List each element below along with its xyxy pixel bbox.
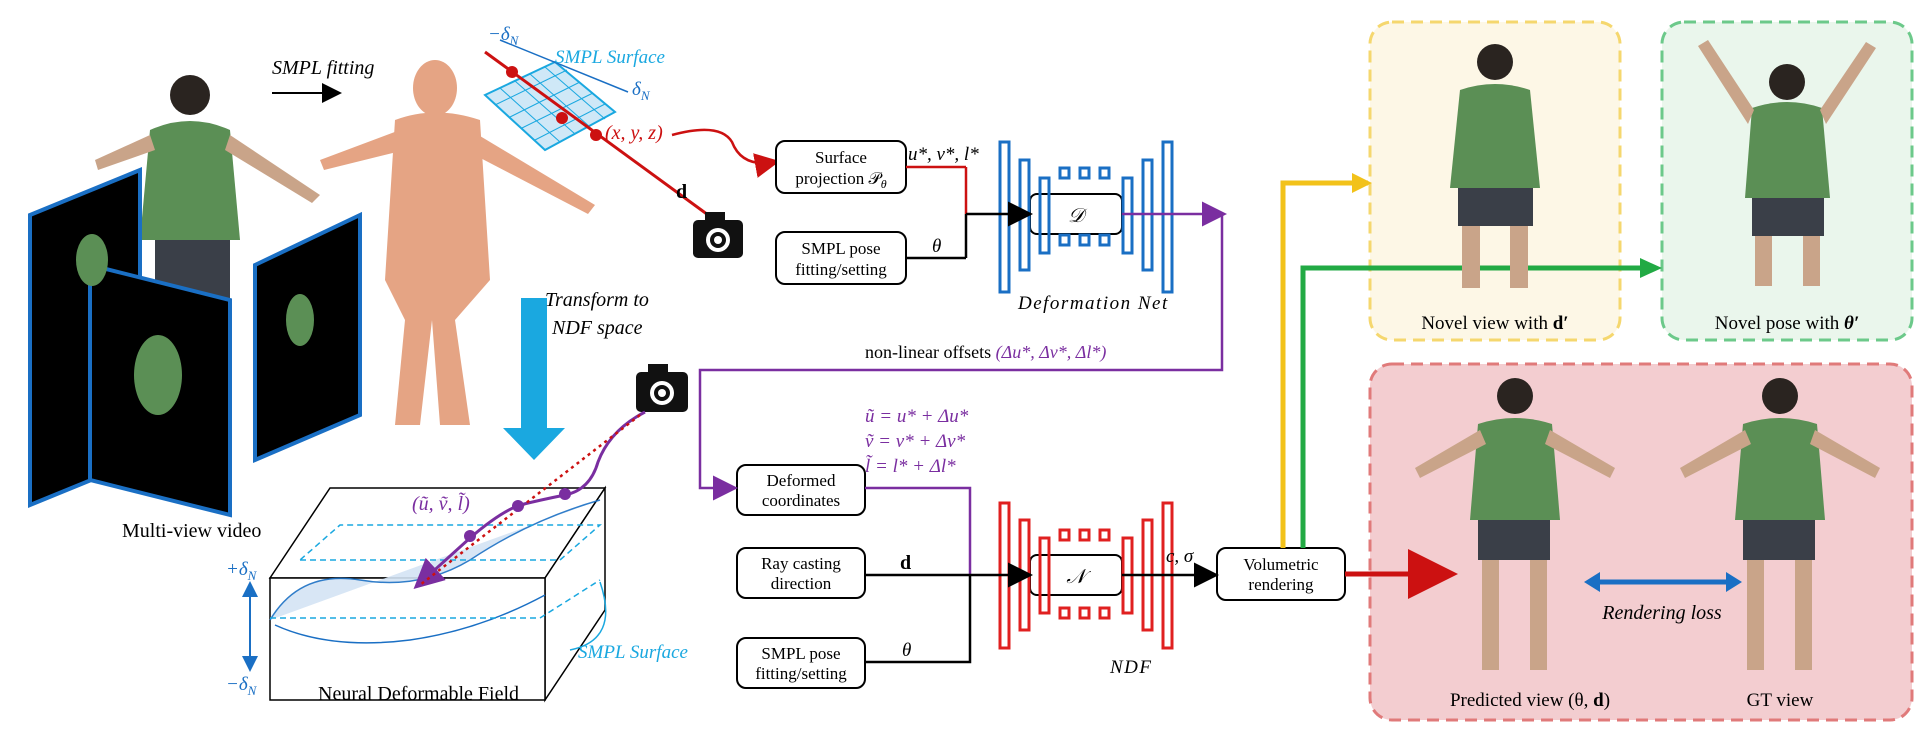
smpl-pose-top-text-1: SMPL pose xyxy=(801,239,880,258)
ndf-net-label: NDF xyxy=(1109,657,1153,678)
smpl-pose-top-text-2: fitting/setting xyxy=(795,260,887,279)
xyz-label: (x, y, z) xyxy=(605,122,663,144)
eq3-label: l̃ = l* + Δl* xyxy=(865,455,956,477)
gt-view-label: GT view xyxy=(1747,690,1814,711)
c-sigma-label: c, σ xyxy=(1166,546,1194,567)
n-box-label: 𝒩 xyxy=(1066,566,1091,588)
uvl-tilde-label: (ũ, ṽ, l̃) xyxy=(412,491,470,515)
uvl-star-label: u*, v*, l* xyxy=(908,144,979,165)
minus-delta-top: −δN xyxy=(488,24,520,48)
rendering-loss-label: Rendering loss xyxy=(1601,602,1722,624)
camera-icon xyxy=(636,364,688,412)
predicted-view-label: Predicted view (θ, d) xyxy=(1450,690,1610,711)
ray-casting-text-1: Ray casting xyxy=(761,554,841,573)
theta-top-label: θ xyxy=(932,236,941,257)
volumetric-text-1: Volumetric xyxy=(1243,555,1319,574)
red-ray xyxy=(484,50,716,222)
novel-pose-label: Novel pose with θ′ xyxy=(1715,313,1860,334)
surface-projection-text-2: projection 𝒫θ xyxy=(795,169,886,191)
camera-icon xyxy=(693,212,743,258)
predicted-figure xyxy=(1415,378,1615,670)
deformed-coords-text-1: Deformed xyxy=(767,471,836,490)
nonlinear-offsets-label: non-linear offsets (Δu*, Δv*, Δl*) xyxy=(865,342,1106,363)
minus-delta-left: −δN xyxy=(226,674,258,698)
eq2-label: ṽ = v* + Δv* xyxy=(865,431,966,452)
volumetric-text-2: rendering xyxy=(1248,575,1314,594)
ray-casting-box xyxy=(736,547,866,599)
smpl-surface-pointer xyxy=(569,581,607,651)
gt-figure xyxy=(1680,378,1880,670)
transform-arrow xyxy=(503,298,565,460)
novel-view-arrow xyxy=(1280,180,1368,548)
delta-arrow-top xyxy=(499,39,629,93)
d-top-label: d xyxy=(676,181,687,203)
deformed-coords-text-2: coordinates xyxy=(762,491,840,510)
human-figure-main xyxy=(95,75,320,300)
transform-label-2: NDF space xyxy=(551,317,643,339)
predicted-panel xyxy=(1368,362,1914,722)
smpl-fitting-label: SMPL fitting xyxy=(272,57,374,79)
smpl-surface-patch xyxy=(483,60,617,152)
d-box-label: 𝒟 xyxy=(1068,205,1088,227)
surface-projection-text-1: Surface xyxy=(815,148,867,167)
delta-top: δN xyxy=(632,79,651,103)
transform-label-1: Transform to xyxy=(545,289,649,311)
novel-pose-figure xyxy=(1698,40,1876,286)
smpl-pose-bottom-text-1: SMPL pose xyxy=(761,644,840,663)
plus-delta-left: +δN xyxy=(226,559,258,583)
theta-bottom-label: θ xyxy=(902,640,911,661)
novel-view-figure xyxy=(1450,44,1540,288)
smpl-body xyxy=(320,60,595,425)
red-dotted-ray xyxy=(419,414,641,586)
multi-view-frames xyxy=(28,167,362,518)
ndf-label: Neural Deformable Field xyxy=(318,683,519,705)
xyz-to-projection-arrow xyxy=(671,128,780,178)
smpl-surface-bottom-label: SMPL Surface xyxy=(578,642,688,663)
ndf-block xyxy=(268,485,607,703)
smpl-pose-bottom-text-2: fitting/setting xyxy=(755,664,847,683)
d-mid-label: d xyxy=(900,552,911,574)
deformation-net-label: Deformation Net xyxy=(1017,293,1169,314)
ray-casting-text-2: direction xyxy=(771,574,832,593)
smpl-surface-top-label: SMPL Surface xyxy=(555,47,665,68)
eq1-label: ũ = u* + Δu* xyxy=(865,406,969,427)
purple-points xyxy=(464,488,571,542)
offsets-line xyxy=(698,214,1224,501)
novel-view-label: Novel view with d′ xyxy=(1421,313,1568,334)
multi-view-video-label: Multi-view video xyxy=(122,520,261,542)
